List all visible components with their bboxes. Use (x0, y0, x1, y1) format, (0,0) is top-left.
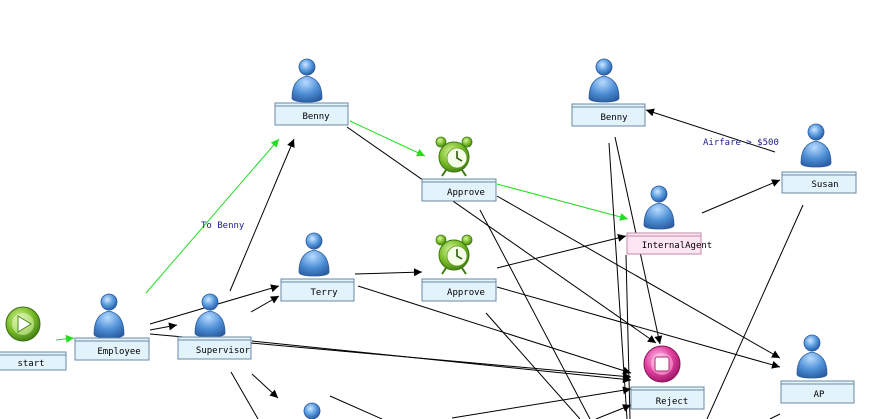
edge-susan-down (706, 204, 804, 419)
alarm-clock-icon (435, 234, 473, 275)
edge-benny-right-down (608, 142, 628, 419)
edge-supervisor-down (251, 373, 279, 399)
node-supervisor[interactable]: Supervisor (177, 293, 252, 360)
edge-start-employee (55, 334, 75, 343)
node-label: start (17, 359, 44, 369)
edge-approve-mid-internalagent (496, 234, 627, 269)
person-icon (93, 293, 125, 339)
node-label: Terry (310, 288, 338, 298)
edge-supervisor-offscreen (230, 371, 259, 419)
person-icon (291, 58, 323, 103)
person-icon (796, 334, 828, 379)
node-box (630, 386, 705, 410)
edge-employee-supervisor (149, 322, 178, 331)
edges: To Benny Airfare > $500 (55, 108, 804, 419)
edge-terry-reject (357, 285, 632, 375)
edge-approve-top-down (479, 209, 591, 419)
stop-icon (643, 345, 681, 383)
node-start[interactable]: start (0, 306, 67, 371)
node-box (421, 278, 497, 302)
node-susan[interactable]: Susan (781, 123, 857, 194)
edge-approve-internalagent (496, 183, 629, 221)
edge-supervisor-reject (251, 340, 632, 384)
node-label: InternalAgent (642, 241, 712, 251)
start-play-icon (5, 306, 41, 342)
node-box (280, 278, 355, 302)
node-partial-bottom[interactable] (303, 402, 321, 419)
node-label: Supervisor (196, 346, 251, 356)
edge-approve-top-ap (496, 195, 781, 359)
node-label: Benny (600, 113, 628, 123)
node-benny-right[interactable]: Benny (571, 58, 646, 127)
edge-lower-left (329, 395, 383, 419)
edge-label-airfare: Airfare > $500 (703, 138, 779, 148)
edge-lower-reject-2 (595, 404, 632, 419)
node-approve-top[interactable]: Approve (421, 136, 497, 202)
node-label: AP (814, 390, 825, 400)
node-box (421, 178, 497, 202)
node-approve-mid[interactable]: Approve (421, 234, 497, 302)
node-label: Susan (811, 180, 838, 190)
edge-supervisor-benny (229, 138, 295, 292)
node-box (74, 337, 150, 361)
edge-internalagent-susan (701, 179, 781, 214)
edge-label-to-benny: To Benny (201, 221, 245, 231)
edge-terry-approve (354, 268, 423, 277)
edge-lower-reject (451, 386, 632, 419)
person-icon (800, 123, 832, 168)
edge-internalagent-down (625, 254, 631, 419)
edge-approve-mid-down (485, 312, 581, 419)
node-box (0, 351, 67, 371)
edge-supervisor-terry (250, 295, 280, 313)
node-label: Employee (97, 347, 140, 357)
node-label: Approve (447, 188, 485, 198)
node-box (571, 103, 646, 127)
node-benny-left[interactable]: Benny (274, 58, 349, 126)
edge-benny-reject (346, 126, 657, 344)
edge-approve-mid-ap (496, 286, 781, 369)
edge-susan-benny (645, 108, 776, 153)
node-box (780, 380, 855, 404)
node-box (177, 336, 252, 360)
node-label: Benny (302, 112, 330, 122)
person-icon (298, 232, 330, 277)
node-box (626, 232, 702, 255)
alarm-clock-icon (435, 136, 473, 177)
node-label: Approve (447, 288, 485, 298)
node-box (274, 102, 349, 126)
node-terry[interactable]: Terry (280, 232, 355, 302)
node-internal-agent[interactable]: InternalAgent (626, 185, 712, 255)
person-icon (194, 293, 226, 338)
node-reject[interactable]: Reject (630, 345, 705, 410)
edge-benny-approve (349, 120, 426, 157)
node-box (781, 171, 857, 194)
node-employee[interactable]: Employee (74, 293, 150, 361)
node-ap[interactable]: AP (780, 334, 855, 404)
node-label: Reject (656, 397, 689, 407)
person-icon (588, 58, 620, 103)
person-icon (303, 402, 321, 419)
edge-lower-ap (769, 413, 781, 419)
person-icon (643, 185, 675, 230)
edge-employee-benny (145, 138, 280, 294)
